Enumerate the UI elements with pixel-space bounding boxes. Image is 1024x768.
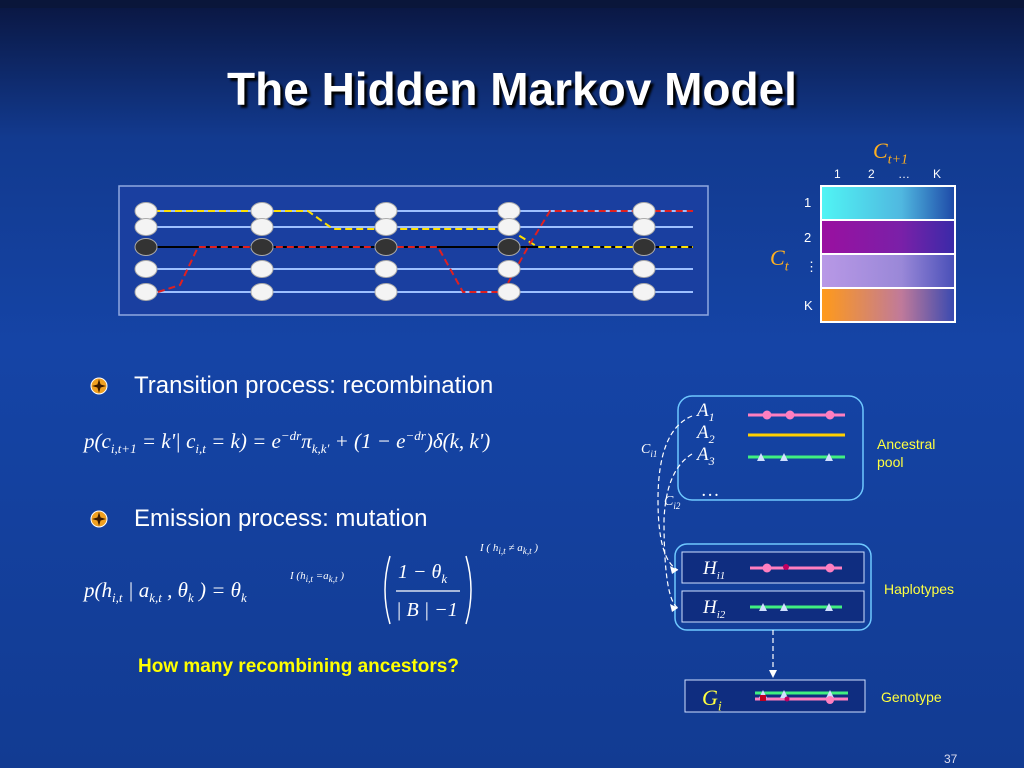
emission-exponent: I (hi,t =ak,t ) (290, 570, 344, 585)
matrix-row (822, 255, 954, 287)
ancestor-more: … (702, 480, 719, 501)
transition-matrix (820, 185, 956, 323)
matrix-col-label: K (933, 167, 942, 181)
matrix-row-header: Ct (770, 245, 789, 275)
slide-title: The Hidden Markov Model (227, 63, 797, 115)
question-text: How many recombining ancestors? (138, 656, 459, 677)
emission-fraction (384, 555, 472, 625)
emission-formula: p(hi,t | ak,t , θk ) = θk (84, 578, 247, 606)
emission-outer-exponent: I ( hi,t ≠ ak,t ) (480, 542, 539, 557)
c-label: Ci1 (641, 442, 658, 459)
emission-numerator: 1 − θk (398, 561, 448, 586)
matrix-col-header: Ct+1 (873, 138, 909, 168)
genotype-symbol: Gi (702, 685, 722, 715)
haplotype-label: Hi1 (703, 558, 726, 582)
matrix-row-label: ⋮ (805, 259, 818, 274)
top-bar (0, 0, 1024, 8)
lattice-nodes (134, 202, 656, 301)
matrix-row-label: 1 (804, 195, 812, 210)
haplotype-label: Hi2 (703, 597, 726, 621)
matrix-row-label: 2 (804, 230, 812, 245)
ancestor-label: A2 (697, 422, 715, 446)
haplotype-diagram (657, 395, 872, 713)
matrix-row (822, 289, 954, 321)
matrix-row-label: K (804, 298, 813, 313)
yellow-path (153, 210, 693, 248)
hmm-lattice-diagram (118, 185, 709, 316)
c-label: Ci2 (664, 494, 681, 511)
matrix-col-label: 1 (834, 167, 841, 181)
emission-denominator: | B | −1 (396, 599, 458, 621)
red-path (157, 210, 693, 293)
ancestral-pool-label: Ancestral pool (877, 436, 936, 470)
bullet-transition: Transition process: recombination (134, 372, 494, 399)
ancestor-label: A3 (697, 444, 715, 468)
diamond-bullet-icon (90, 510, 108, 528)
transition-formula: p(ci,t+1 = k'| ci,t = k) = e−drπk,k' + (… (84, 428, 491, 457)
matrix-col-label: 2 (868, 167, 875, 181)
bullet-emission: Emission process: mutation (134, 505, 428, 532)
genotype-label: Genotype (881, 689, 942, 705)
diamond-bullet-icon (90, 377, 108, 395)
ancestor-label: A1 (697, 400, 715, 424)
matrix-row (822, 221, 954, 253)
matrix-col-label: … (898, 167, 910, 181)
page-number: 37 (944, 752, 958, 766)
haplotypes-label: Haplotypes (884, 581, 955, 597)
matrix-row (822, 187, 954, 219)
